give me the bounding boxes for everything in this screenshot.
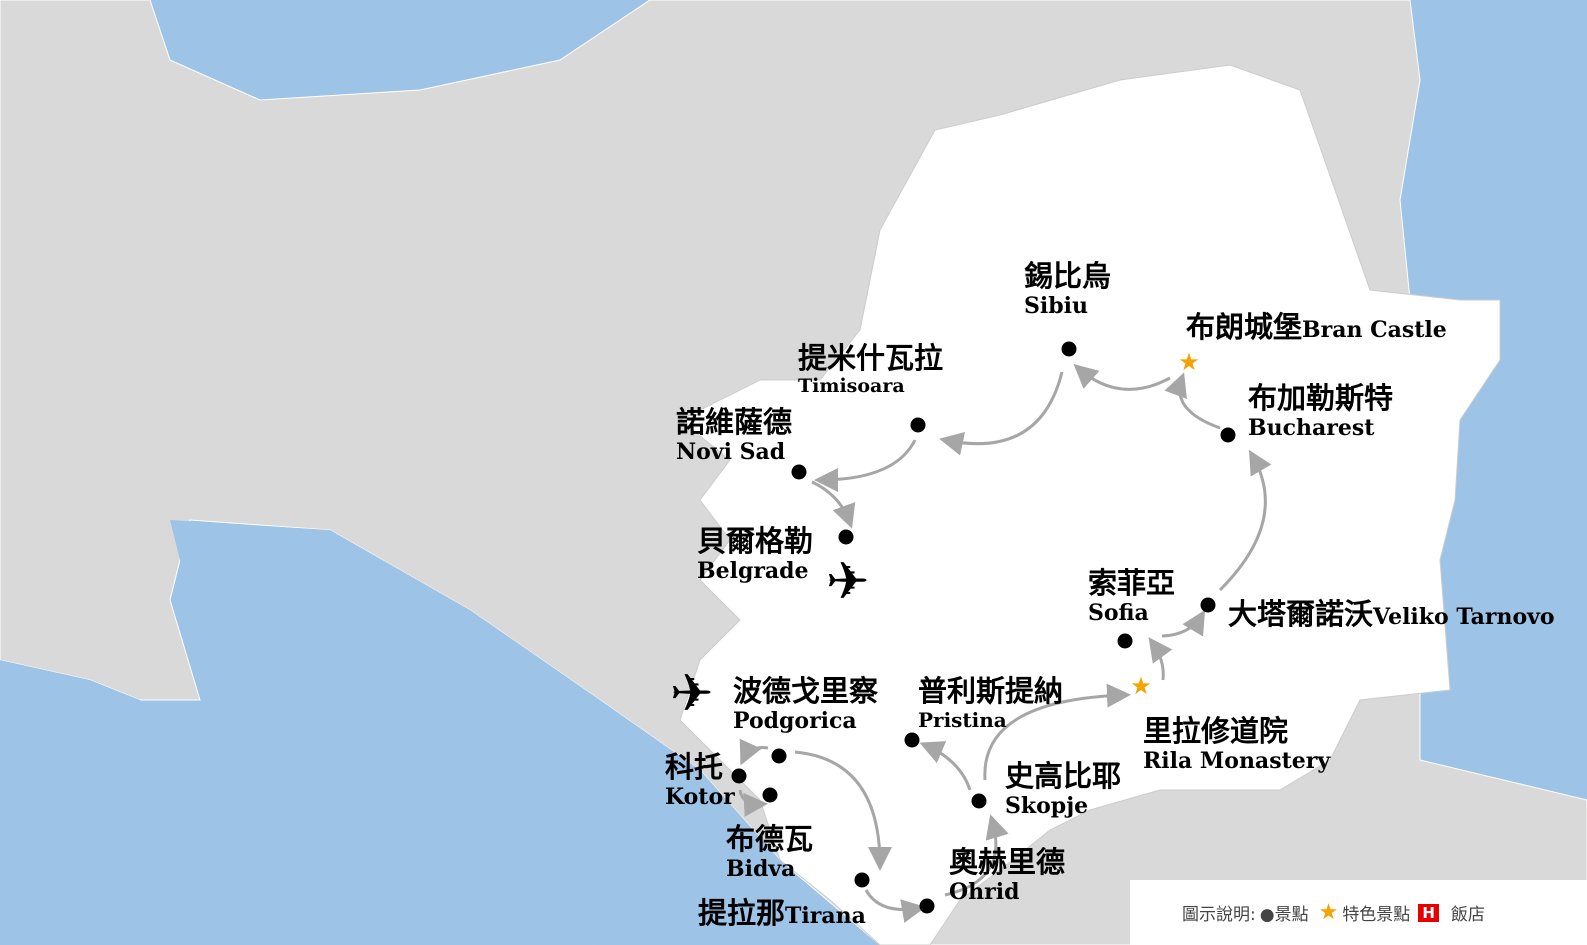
route-arrow [794,750,892,871]
route-arrow [1148,637,1173,681]
route-arrow [814,439,917,492]
marker-pristina[interactable] [904,732,920,748]
route-arrow [1161,609,1206,638]
star-icon[interactable]: ★ [1130,672,1152,700]
marker-kotor[interactable] [731,768,747,784]
legend-star-label: 特色景點 [1342,905,1411,925]
star-icon: ★ [1318,900,1339,925]
marker-sofia[interactable] [1117,633,1133,649]
map-legend: 圖示說明: ●景點 ★ 特色景點 H 飯店 [1130,880,1587,945]
airplane-icon: ✈ [670,664,714,724]
route-arrow [919,741,972,791]
legend-hotel-label: 飯店 [1450,905,1485,925]
marker-sibiu[interactable] [1061,341,1077,357]
legend-title: 圖示說明: [1182,905,1256,925]
marker-skopje[interactable] [971,793,987,809]
route-arrow [1073,364,1171,391]
airplane-icon: ✈ [826,552,870,612]
route-arrow [944,814,1009,897]
sea-bottom-left [0,660,300,945]
hotel-icon: H [1418,903,1439,922]
star-icon[interactable]: ★ [1178,348,1200,376]
highlighted-region [679,64,1501,945]
legend-dot-label: ●景點 [1259,905,1309,925]
route-arrow [811,480,856,529]
route-arrow [1218,449,1272,592]
route-arrow [983,683,1131,781]
marker-veliko-tarnovo[interactable] [1200,597,1216,613]
marker-ohrid[interactable] [919,898,935,914]
route-arrow [864,889,926,923]
marker-tirana[interactable] [854,872,870,888]
marker-timisoara[interactable] [910,417,926,433]
marker-bidva[interactable] [762,787,778,803]
label-veliko-tarnovo: 大塔爾諾沃Veliko Tarnovo [1228,597,1555,631]
marker-belgrade[interactable] [838,529,854,545]
marker-novi-sad[interactable] [791,464,807,480]
sea-adriatic [170,520,850,945]
route-arrow [1164,372,1221,430]
route-arrow [738,789,768,817]
route-arrow [939,371,1064,456]
label-tirana: 提拉那Tirana [698,896,866,930]
marker-podgorica[interactable] [771,748,787,764]
label-bran-castle: 布朗城堡Bran Castle [1186,310,1447,344]
route-arrow [739,738,769,766]
marker-bucharest[interactable] [1220,427,1236,443]
